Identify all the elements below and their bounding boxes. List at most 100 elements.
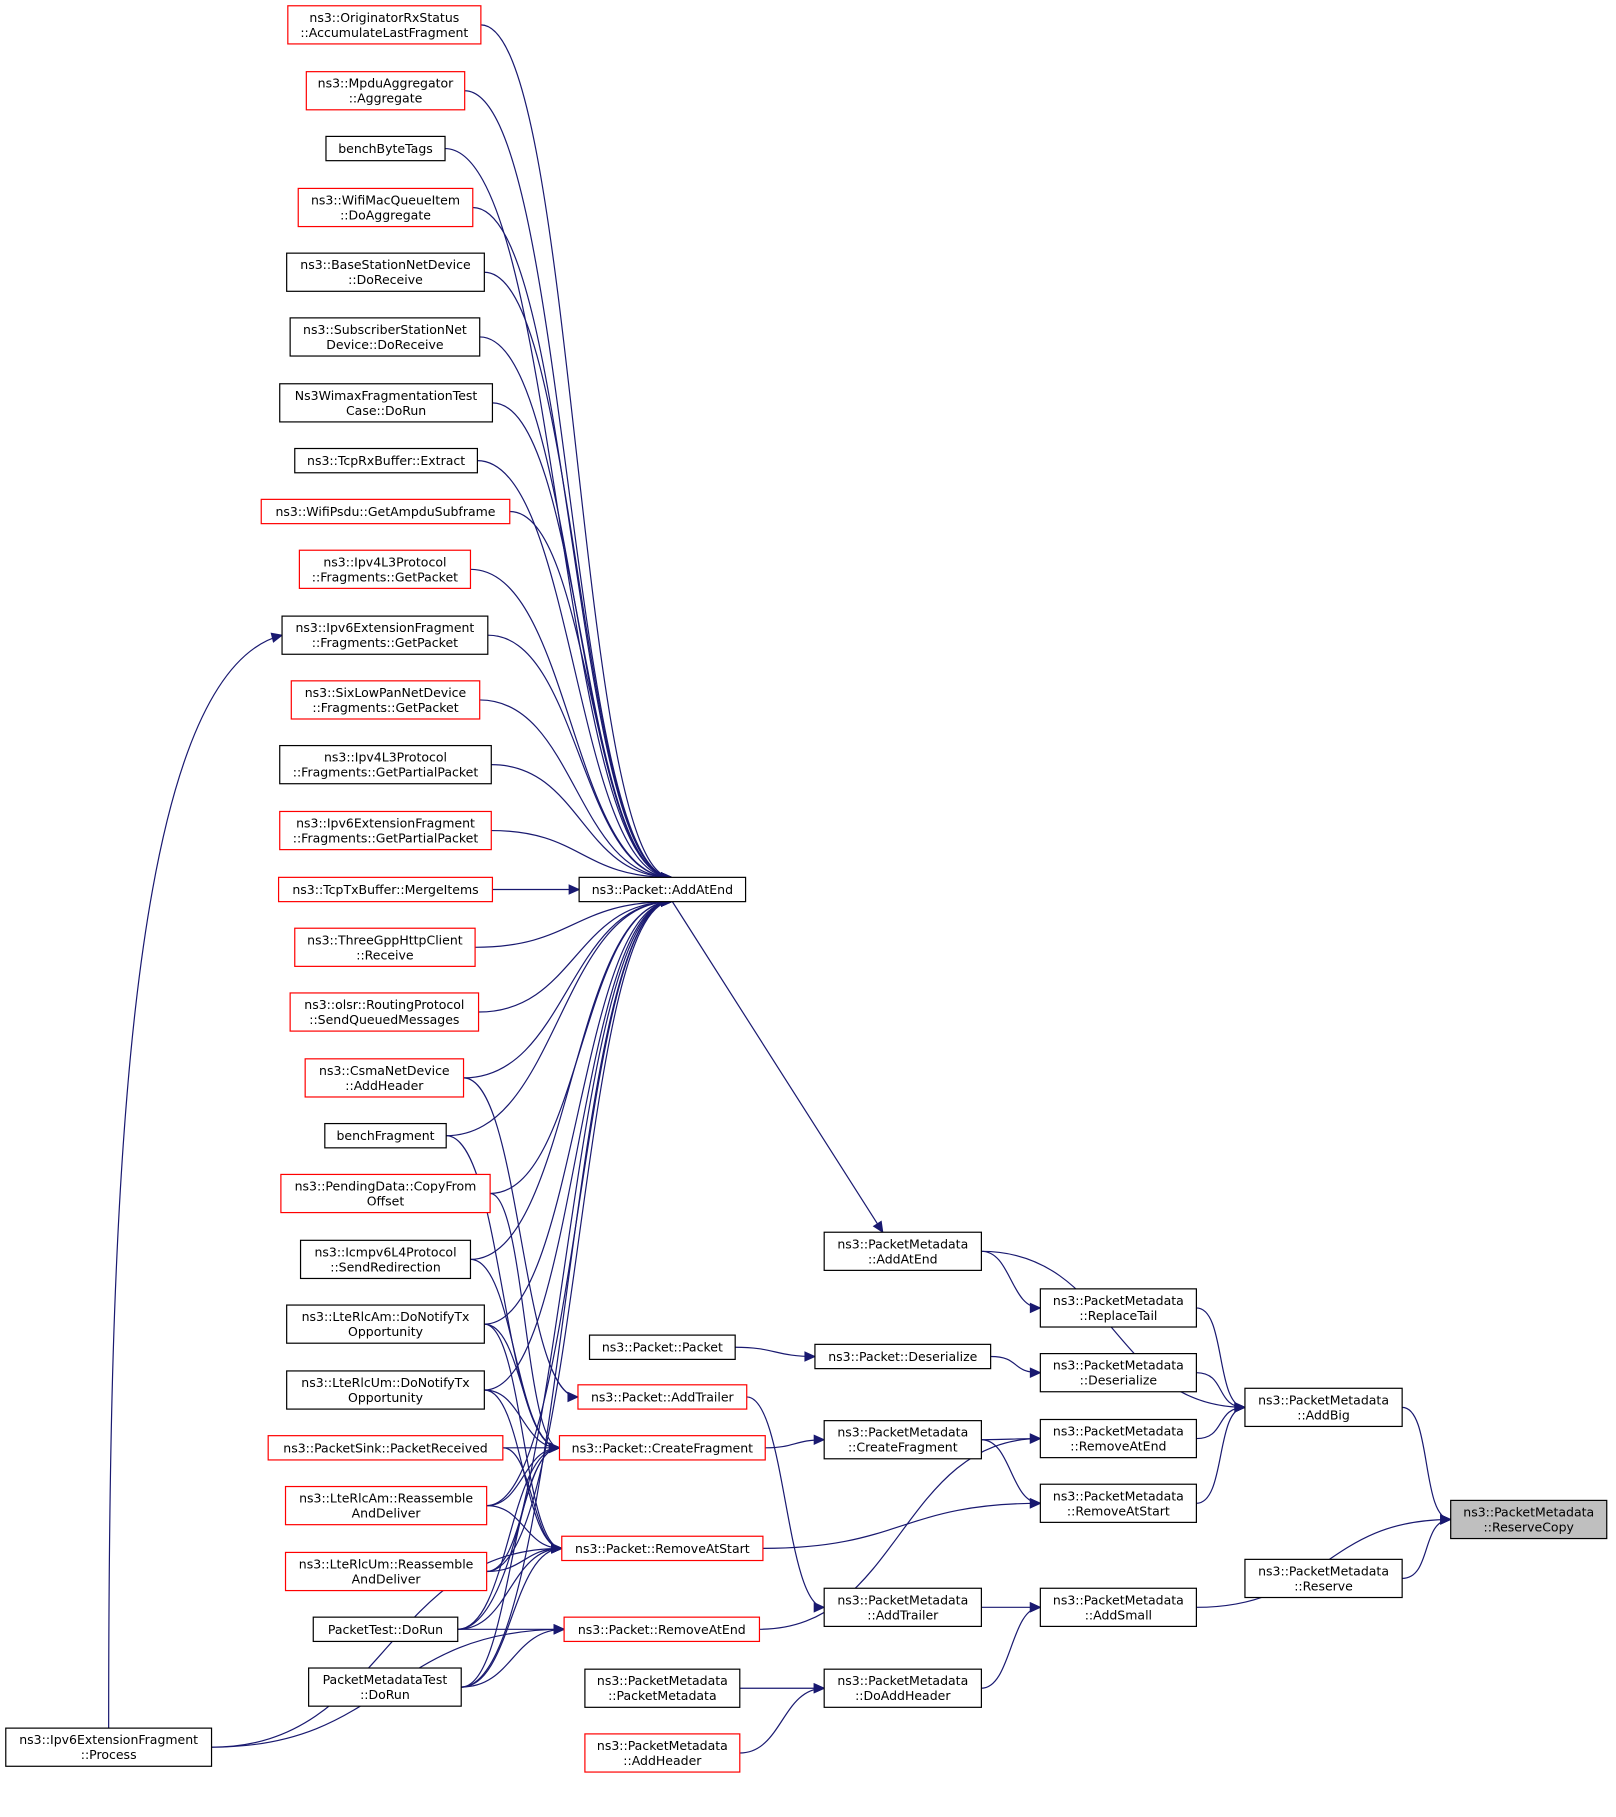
node-label-line: ns3::MpduAggregator <box>318 76 455 91</box>
node-tcp-rx[interactable]: ns3::TcpRxBuffer::Extract <box>294 447 479 474</box>
node-pm-add-small[interactable]: ns3::PacketMetadata::AddSmall <box>1039 1587 1197 1628</box>
node-label-line: ns3::TcpRxBuffer::Extract <box>307 453 465 468</box>
node-label-line: ns3::PacketMetadata <box>1053 1488 1184 1503</box>
edge-pm-add-big-to-pm-reserve-copy <box>1402 1406 1452 1525</box>
node-label-line: ns3::Ipv6ExtensionFragment <box>296 816 475 831</box>
node-pm-reserve[interactable]: ns3::PacketMetadata::Reserve <box>1244 1558 1403 1599</box>
node-label-line: ns3::SixLowPanNetDevice <box>305 685 467 700</box>
node-box <box>290 680 481 720</box>
node-label-line: Case::DoRun <box>346 403 426 418</box>
node-wifi-mac-q[interactable]: ns3::WifiMacQueueItem::DoAggregate <box>297 187 474 228</box>
node-icmpv6[interactable]: ns3::Icmpv6L4Protocol::SendRedirection <box>299 1239 472 1280</box>
edge-lte-um-notify-to-pkt-add-at-end <box>484 896 673 1391</box>
node-tcp-tx[interactable]: ns3::TcpTxBuffer::MergeItems <box>277 876 494 903</box>
node-packet-sink[interactable]: ns3::PacketSink::PacketReceived <box>267 1435 504 1461</box>
node-label-line: benchFragment <box>336 1128 434 1143</box>
node-box <box>1244 1387 1403 1428</box>
node-three-gpp[interactable]: ns3::ThreeGppHttpClient::Receive <box>294 927 476 967</box>
node-label-line: ::AddSmall <box>1085 1607 1152 1622</box>
node-pm-add-at-end[interactable]: ns3::PacketMetadata::AddAtEnd <box>823 1231 982 1271</box>
node-pm-ctor[interactable]: ns3::PacketMetadata::PacketMetadata <box>584 1668 741 1708</box>
node-wifi-psdu[interactable]: ns3::WifiPsdu::GetAmpduSubframe <box>260 498 511 525</box>
node-box <box>584 1733 741 1773</box>
node-box <box>304 1058 465 1098</box>
node-box <box>823 1668 982 1708</box>
edge-lte-am-reass-to-pkt-remove-start <box>486 1505 564 1554</box>
node-box <box>289 992 480 1032</box>
node-pm-replace-tail[interactable]: ns3::PacketMetadata::ReplaceTail <box>1039 1288 1197 1328</box>
node-box <box>1039 1483 1197 1523</box>
node-box <box>584 1668 741 1708</box>
node-pm-add-header[interactable]: ns3::PacketMetadata::AddHeader <box>584 1733 741 1773</box>
node-label-line: ns3::Packet::RemoveAtStart <box>575 1541 750 1556</box>
node-ipv4-frag-partial[interactable]: ns3::Ipv4L3Protocol::Fragments::GetParti… <box>279 744 492 785</box>
node-box <box>260 498 511 525</box>
node-label-line: ::DoAggregate <box>340 207 431 222</box>
node-label-line: ns3::Packet::CreateFragment <box>572 1440 753 1455</box>
node-box <box>1039 1288 1197 1328</box>
node-label-line: ::CreateFragment <box>848 1440 958 1455</box>
node-label-line: ns3::PacketMetadata <box>1053 1293 1184 1308</box>
node-box <box>823 1420 982 1460</box>
node-label-line: ns3::PendingData::CopyFrom <box>295 1179 477 1194</box>
edge-pm-do-add-header-to-pm-add-small <box>981 1602 1042 1689</box>
node-pm-remove-start[interactable]: ns3::PacketMetadata::RemoveAtStart <box>1039 1483 1197 1523</box>
node-pm-create-frag[interactable]: ns3::PacketMetadata::CreateFragment <box>823 1420 982 1460</box>
node-label-line: ::AddHeader <box>623 1753 702 1768</box>
node-label-line: ns3::Packet::AddAtEnd <box>592 882 733 897</box>
node-pm-do-add-header[interactable]: ns3::PacketMetadata::DoAddHeader <box>823 1668 982 1708</box>
node-mpdu-agg[interactable]: ns3::MpduAggregator::Aggregate <box>305 71 466 111</box>
edge-pm-ctor-to-pm-do-add-header <box>739 1682 826 1694</box>
edge-ipv6-process-to-ipv6-frag-get <box>108 632 284 1729</box>
edge-packet-test-to-pkt-create-frag <box>457 1442 561 1630</box>
edge-pkt-add-at-end-to-pm-add-at-end <box>671 901 884 1234</box>
node-pm-add-big[interactable]: ns3::PacketMetadata::AddBig <box>1244 1387 1403 1428</box>
node-box <box>298 549 472 589</box>
node-olsr[interactable]: ns3::olsr::RoutingProtocol::SendQueuedMe… <box>289 992 480 1032</box>
node-box <box>5 1727 213 1767</box>
node-pm-test[interactable]: PacketMetadataTest::DoRun <box>308 1667 462 1707</box>
node-box <box>823 1587 982 1628</box>
node-orig-rx[interactable]: ns3::OriginatorRxStatus::AccumulateLastF… <box>287 5 482 45</box>
node-pkt-packet[interactable]: ns3::Packet::Packet <box>588 1334 736 1360</box>
node-pkt-add-trailer[interactable]: ns3::Packet::AddTrailer <box>577 1384 748 1410</box>
node-label-line: ns3::Ipv6ExtensionFragment <box>19 1732 198 1747</box>
node-label-line: ::AccumulateLastFragment <box>300 25 468 40</box>
node-pkt-remove-end[interactable]: ns3::Packet::RemoveAtEnd <box>563 1616 761 1643</box>
node-pkt-create-frag[interactable]: ns3::Packet::CreateFragment <box>558 1435 766 1461</box>
node-bench-fragment[interactable]: benchFragment <box>324 1122 447 1149</box>
node-packet-test[interactable]: PacketTest::DoRun <box>312 1616 459 1643</box>
node-ss-net-dev[interactable]: ns3::SubscriberStationNetDevice::DoRecei… <box>289 317 481 357</box>
edge-tcp-tx-to-pkt-add-at-end <box>492 884 581 895</box>
node-ipv6-frag-get[interactable]: ns3::Ipv6ExtensionFragment::Fragments::G… <box>281 615 489 655</box>
node-csma[interactable]: ns3::CsmaNetDevice::AddHeader <box>304 1058 465 1098</box>
node-pm-add-trailer[interactable]: ns3::PacketMetadata::AddTrailer <box>823 1587 982 1628</box>
node-ipv4-frag-get[interactable]: ns3::Ipv4L3Protocol::Fragments::GetPacke… <box>298 549 472 589</box>
node-ipv6-frag-partial[interactable]: ns3::Ipv6ExtensionFragment::Fragments::G… <box>279 810 492 851</box>
edge-pkt-deserialize-to-pm-deserialize <box>990 1355 1042 1378</box>
node-bs-net-dev[interactable]: ns3::BaseStationNetDevice::DoReceive <box>286 252 485 292</box>
node-pm-remove-end[interactable]: ns3::PacketMetadata::RemoveAtEnd <box>1039 1418 1197 1459</box>
node-pkt-remove-start[interactable]: ns3::Packet::RemoveAtStart <box>561 1535 764 1562</box>
node-bench-byte-tags[interactable]: benchByteTags <box>325 135 446 162</box>
edge-pm-create-frag-to-pm-remove-end <box>981 1433 1042 1444</box>
node-label-line: ns3::Ipv6ExtensionFragment <box>295 620 474 635</box>
node-label-line: ns3::ThreeGppHttpClient <box>307 932 463 947</box>
node-pm-deserialize[interactable]: ns3::PacketMetadata::Deserialize <box>1039 1353 1197 1393</box>
node-pkt-add-at-end[interactable]: ns3::Packet::AddAtEnd <box>578 876 747 903</box>
node-pm-reserve-copy[interactable]: ns3::PacketMetadata::ReserveCopy <box>1450 1499 1608 1540</box>
node-ipv6-process[interactable]: ns3::Ipv6ExtensionFragment::Process <box>5 1727 213 1767</box>
edge-bs-net-dev-to-pkt-add-at-end <box>484 271 673 883</box>
node-label-line: ns3::Icmpv6L4Protocol <box>314 1244 456 1259</box>
node-pkt-deserialize[interactable]: ns3::Packet::Deserialize <box>814 1343 992 1370</box>
node-six-low[interactable]: ns3::SixLowPanNetDevice::Fragments::GetP… <box>290 680 481 720</box>
edge-pm-reserve-to-pm-reserve-copy <box>1402 1514 1452 1580</box>
edge-ipv6-process-to-pkt-remove-start <box>211 1543 564 1748</box>
node-label-line: ::AddTrailer <box>867 1607 939 1622</box>
